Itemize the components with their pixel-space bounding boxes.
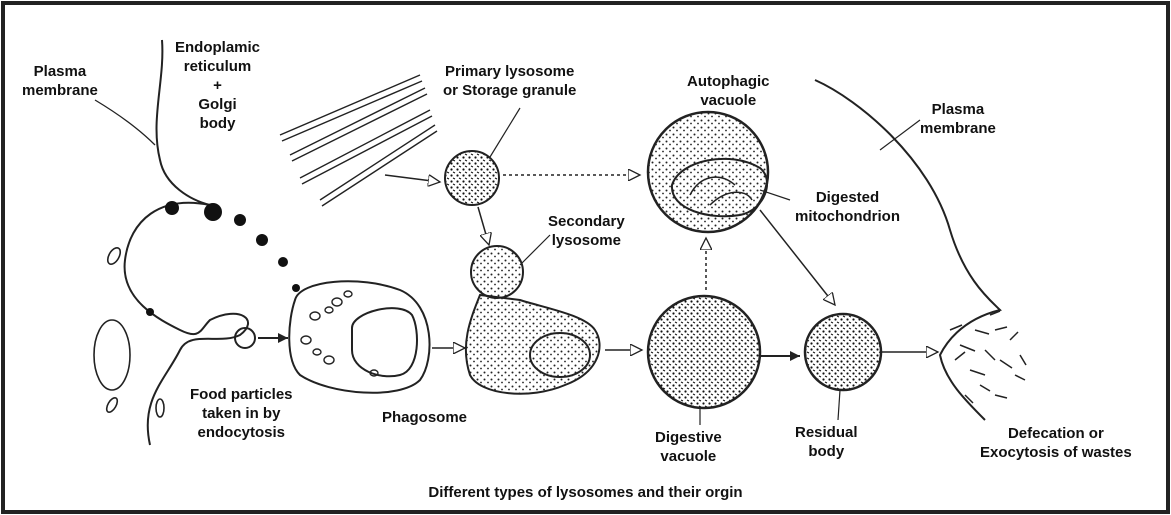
er-golgi-stacks xyxy=(280,75,437,206)
primary-lysosome-pointer xyxy=(490,108,520,157)
arrow-primary-to-secondary xyxy=(478,207,489,245)
label-line: reticulum xyxy=(175,57,260,76)
label-line: Residual xyxy=(795,423,858,442)
label-line: Plasma xyxy=(920,100,996,119)
label-line: + xyxy=(175,76,260,95)
digestive-vacuole xyxy=(648,296,760,408)
plasma-membrane-left-pointer xyxy=(95,100,155,145)
autophagic-vacuole xyxy=(648,112,768,232)
exocytosed-wastes xyxy=(950,311,1026,403)
label-primary-lysosome: Primary lysosome or Storage granule xyxy=(443,62,576,100)
arrow-golgi-to-primary xyxy=(385,175,440,182)
food-particles xyxy=(94,246,164,417)
label-line: vacuole xyxy=(687,91,770,110)
secondary-lysosome xyxy=(471,246,523,298)
label-line: or Storage granule xyxy=(443,81,576,100)
label-line: body xyxy=(795,442,858,461)
label-line: body xyxy=(175,114,260,133)
label-autophagic-vacuole: Autophagic vacuole xyxy=(687,72,770,110)
golgi-vesicles xyxy=(146,201,300,316)
label-er-golgi: Endoplamic reticulum + Golgi body xyxy=(175,38,260,133)
residual-body-pointer xyxy=(838,390,840,420)
label-line: Plasma xyxy=(22,62,98,81)
label-line: mitochondrion xyxy=(795,207,900,226)
secondary-lysosome-pointer xyxy=(520,235,550,265)
label-line: Endoplamic xyxy=(175,38,260,57)
label-line: Exocytosis of wastes xyxy=(980,443,1132,462)
label-line: taken in by xyxy=(190,404,293,423)
label-line: membrane xyxy=(920,119,996,138)
residual-body xyxy=(805,314,881,390)
label-phagosome: Phagosome xyxy=(382,408,467,427)
label-line: Primary lysosome xyxy=(443,62,576,81)
label-line: Digested xyxy=(795,188,900,207)
primary-lysosome xyxy=(445,151,499,205)
label-line: lysosome xyxy=(548,231,625,250)
label-line: Phagosome xyxy=(382,408,467,427)
label-residual-body: Residual body xyxy=(795,423,858,461)
label-plasma-membrane-right: Plasma membrane xyxy=(920,100,996,138)
label-line: endocytosis xyxy=(190,423,293,442)
label-digested-mitochondrion: Digested mitochondrion xyxy=(795,188,900,226)
label-defecation: Defecation or Exocytosis of wastes xyxy=(980,424,1132,462)
label-line: Digestive xyxy=(655,428,722,447)
label-line: Golgi xyxy=(175,95,260,114)
label-digestive-vacuole: Digestive vacuole xyxy=(655,428,722,466)
label-line: vacuole xyxy=(655,447,722,466)
label-line: Defecation or xyxy=(980,424,1132,443)
label-line: Food particles xyxy=(190,385,293,404)
label-line: membrane xyxy=(22,81,98,100)
label-line: Secondary xyxy=(548,212,625,231)
label-line: Autophagic xyxy=(687,72,770,91)
label-plasma-membrane-left: Plasma membrane xyxy=(22,62,98,100)
diagram-caption: Different types of lysosomes and their o… xyxy=(0,484,1171,501)
label-food-particles: Food particles taken in by endocytosis xyxy=(190,385,293,442)
label-secondary-lysosome: Secondary lysosome xyxy=(548,212,625,250)
